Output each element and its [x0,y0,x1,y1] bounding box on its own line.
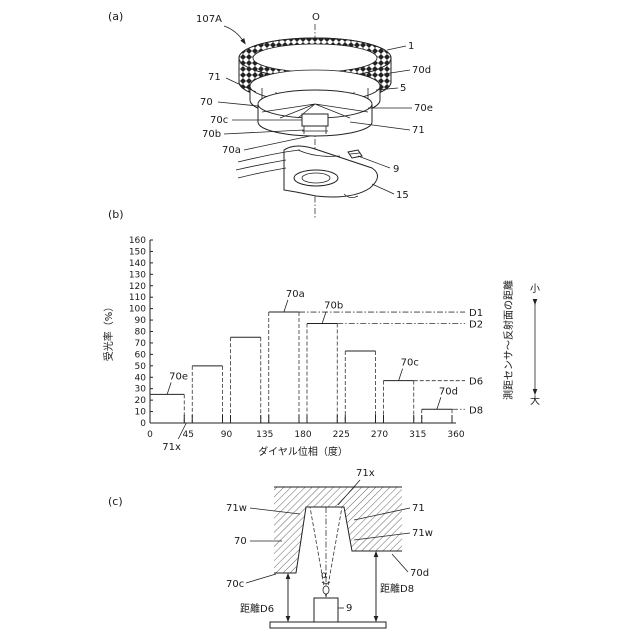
level-label: D8 [469,405,483,416]
bar-label: 70a [286,289,305,300]
y-tick-label: 40 [135,373,147,383]
x-axis-title: ダイヤル位相（度） [258,445,348,458]
bar-labels: 70e 70a 70b 70c 70d 71x [162,289,458,453]
emitter-lens [323,586,329,594]
label-71-left: 71 [208,72,221,83]
label-71w-right: 71w [412,528,433,539]
y-tick-label: 50 [135,362,147,372]
level-label: D1 [469,308,483,319]
label-71x-c: 71x [356,468,375,479]
panel-label-b: (b) [108,208,124,221]
bar-label: 70b [324,300,343,311]
y-tick-label: 70 [135,339,147,349]
y-tick-label: 80 [135,328,147,338]
figure-c: (c) 71x 71w 71 70 71w 70c 70d α 9 [108,468,433,628]
label-sensor-9-c: 9 [346,603,352,614]
label-ring-1: 1 [408,41,414,52]
x-tick-label: 0 [147,430,153,440]
label-71w-left: 71w [226,503,247,514]
panel-label-a: (a) [108,10,123,23]
label-part-5: 5 [400,83,406,94]
x-tick-label: 45 [183,430,194,440]
side-axis-small: 小 [530,283,540,295]
y-tick-label: 90 [135,316,147,326]
label-70b-a: 70b [202,129,221,140]
stepped-reflector [258,90,372,136]
y-tick-label: 0 [140,419,146,429]
y-tick-label: 100 [129,305,146,315]
y-tick-label: 150 [129,247,146,257]
bar-leader [437,397,441,409]
y-tick-label: 20 [135,396,147,406]
label-distance-d6: 距離D6 [240,602,274,615]
bar-chart: 0102030405060708090100110120130140150160… [102,236,540,458]
assembly-label: 107A [196,14,222,25]
bar-label: 70d [439,386,458,397]
figure-a: (a) O 107A [108,10,433,218]
label-distance-d8: 距離D8 [380,582,414,595]
label-70a-a: 70a [222,145,241,156]
bar-label: 70c [401,358,419,369]
level-label: D2 [469,319,483,330]
sensor-base [270,622,386,628]
y-axis-title: 受光率（%） [102,302,115,362]
reference-levels: D1D2D6D8 [299,308,483,416]
y-tick-label: 140 [129,259,146,269]
figure-b: (b) 010203040506070809010011012013014015… [102,208,540,458]
label-base-15: 15 [396,190,409,201]
label-71-right: 71 [412,125,425,136]
y-tick-label: 60 [135,350,147,360]
axis-label-o: O [312,12,320,23]
x-tick-label: 360 [447,430,464,440]
bar-label: 70e [169,371,188,382]
y-tick-label: 110 [129,293,146,303]
y-tick-label: 120 [129,282,146,292]
level-label: D6 [469,377,483,388]
label-70e-a: 70e [414,103,433,114]
x-tick-label: 270 [371,430,388,440]
x-tick-label: 135 [256,430,273,440]
bar-leader [322,311,326,323]
label-70d-c: 70d [410,568,429,579]
label-sensor-9: 9 [393,164,399,175]
label-70-a: 70 [200,97,213,108]
x-ticks: 0 45 90 135 180 225 270 315 360 [147,430,465,440]
x-tick-label: 315 [409,430,426,440]
sensor-block [314,598,338,622]
y-ticks: 010 2030 4050 607080 90100 110120 130140 150160 [129,236,153,429]
label-71-c: 71 [412,503,425,514]
label-70c-a: 70c [210,115,228,126]
assembly-arrow [224,26,244,42]
bar-leader [399,369,403,381]
x-tick-label: 180 [294,430,311,440]
side-axis-title: 測距センサ～反射面の距離 [502,280,515,400]
side-axis-large: 大 [530,394,540,407]
x-tick-label: 225 [333,430,350,440]
bar-leader [167,382,171,394]
x-tick-label: 90 [221,430,233,440]
gap-label: 71x [162,442,181,453]
bar-leader [284,300,288,312]
y-tick-label: 10 [135,408,147,418]
label-70d-a: 70d [412,65,431,76]
label-70-c: 70 [234,536,247,547]
base-plate [284,146,378,198]
y-tick-label: 160 [129,236,146,246]
label-70c-c: 70c [226,579,244,590]
y-tick-label: 30 [135,385,147,395]
panel-label-c: (c) [108,495,123,508]
y-tick-label: 130 [129,270,146,280]
label-alpha: α [321,570,328,581]
